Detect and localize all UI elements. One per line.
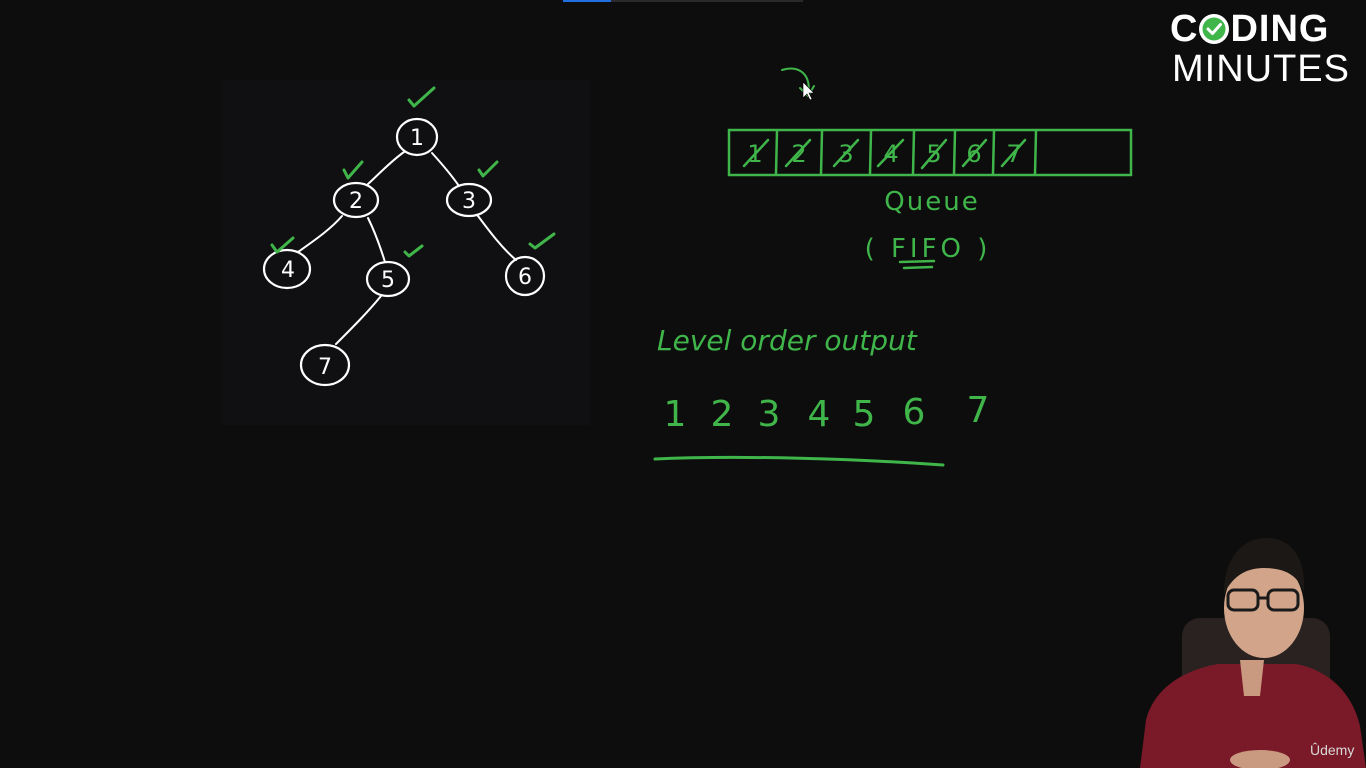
queue-outline [727,128,1133,177]
logo-letter: C [1170,8,1199,50]
logo-letters: DING [1230,8,1330,50]
tree-edge-2-5 [367,217,386,263]
coding-minutes-logo: C DING MINUTES [1170,6,1360,90]
presenter-hands [1230,750,1290,768]
visited-checkmarks [270,86,556,258]
fifo-underline [898,259,936,270]
tree-edge-1-2 [367,151,405,185]
check-icon [342,160,364,180]
output-value: 7 [967,390,990,431]
queue-divider [911,130,916,175]
strike-mark [876,138,905,168]
tree-node-3 [445,182,493,218]
tree-nodes [262,117,546,387]
strike-mark [1000,138,1027,168]
output-value: 5 [853,394,876,435]
output-value: 4 [808,394,831,435]
queue-divider [1033,130,1038,175]
check-icon [407,86,436,108]
check-icon [270,236,295,254]
presenter-neck [1240,660,1264,696]
strike-mark [832,138,860,168]
mouse-cursor-icon [802,81,815,101]
queue-divider [819,130,824,175]
strike-mark [784,138,812,168]
tree-node-label: 1 [410,126,424,151]
strike-mark [961,138,988,168]
queue-divider [868,130,873,175]
udemy-watermark: Ûdemy [1310,742,1355,758]
output-value: 6 [903,392,926,433]
tree-node-6 [504,255,546,297]
presenter-webcam [1140,520,1366,768]
check-icon [403,244,424,258]
presenter-face [1224,558,1304,658]
queue-divider [774,130,779,175]
tree-node-4 [262,248,312,290]
logo-line-2: MINUTES [1172,48,1350,90]
check-icon [477,160,499,178]
check-icon [528,232,556,250]
output-values: 1 2 3 4 5 6 7 [664,390,990,435]
output-heading: Level order output [657,324,918,357]
output-value: 3 [758,394,781,435]
queue-strikeouts [742,138,1027,170]
tree-node-label: 4 [281,258,295,283]
queue-divider [952,130,957,175]
tree-edge-2-4 [297,215,343,253]
logo-line-1: C DING [1170,8,1329,50]
presenter-avatar [1140,538,1366,768]
tree-node-label: 5 [381,268,395,293]
tree-edges [297,151,517,345]
tree-node-2 [332,181,380,219]
output-underline [653,455,945,467]
tree-edge-1-3 [431,152,460,187]
glasses-icon [1226,588,1300,612]
output-value: 2 [711,394,734,435]
tree-edge-5-7 [335,295,382,345]
queue-box [727,128,1133,177]
tree-node-label: 2 [349,189,363,214]
video-progress-fill [563,0,611,2]
presenter-shirt [1140,664,1366,768]
tree-node-1 [395,117,439,157]
check-circle-icon [1199,14,1230,44]
strike-mark [920,138,948,170]
strike-mark [742,138,770,168]
tree-node-5 [365,260,411,298]
queue-title: Queue [884,187,979,217]
queue-subtitle: ( FIFO ) [865,234,992,264]
tree-node-label: 3 [462,189,476,214]
output-value: 1 [664,394,687,435]
queue-item: 2 [791,140,806,168]
tree-node-7 [299,343,351,387]
tree-node-label: 6 [518,265,532,290]
tree-node-label: 7 [318,355,332,380]
tree-labels: 1 2 3 4 5 6 7 [281,126,532,380]
tree-edge-3-6 [477,215,517,261]
presenter-hair [1224,538,1305,594]
queue-divider [991,130,996,175]
video-progress-bar[interactable] [563,0,803,2]
